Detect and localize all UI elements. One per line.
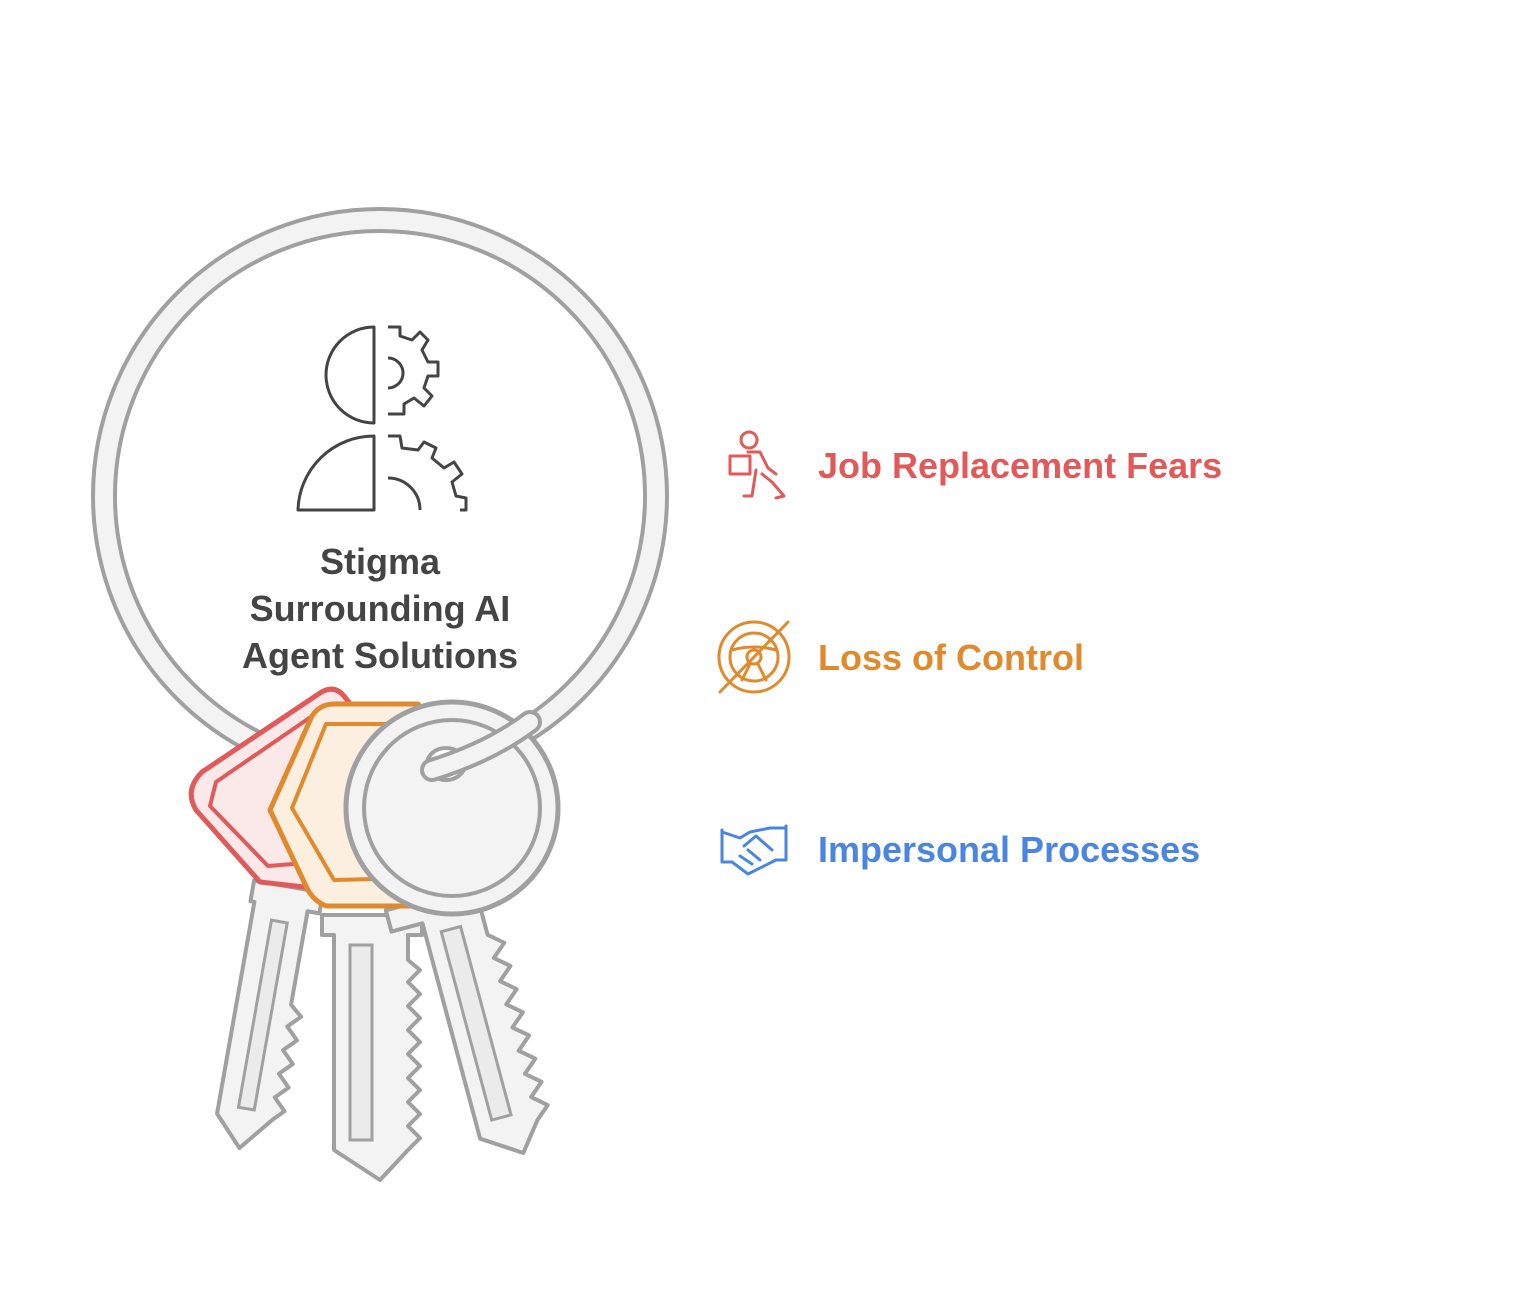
key-ring — [91, 207, 669, 785]
worker-carrying-box-icon — [728, 430, 786, 500]
title-line-3: Agent Solutions — [242, 635, 518, 676]
item-label-loss-of-control: Loss of Control — [818, 637, 1084, 678]
key-right — [383, 879, 550, 1155]
human-robot-gear-icon — [296, 325, 468, 512]
diagram-title: Stigma Surrounding AI Agent Solutions — [210, 538, 550, 679]
key-left — [215, 878, 326, 1151]
item-label-impersonal-processes: Impersonal Processes — [818, 829, 1201, 870]
no-steering-wheel-icon — [717, 620, 791, 694]
title-line-1: Stigma — [319, 541, 441, 582]
key-ring-front-segment — [420, 710, 542, 782]
handshake-icon — [720, 824, 788, 876]
title-line-2: Surrounding AI — [249, 588, 511, 629]
key-middle — [320, 913, 424, 1182]
item-label-job-replacement-fears: Job Replacement Fears — [818, 445, 1223, 486]
